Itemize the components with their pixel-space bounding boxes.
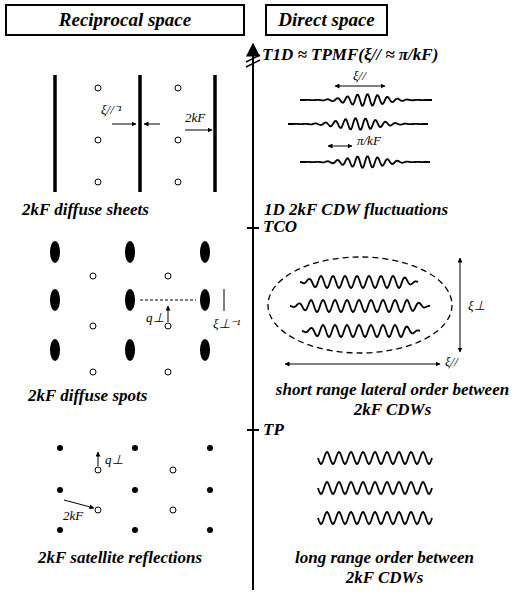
diffuse-sheets [55, 75, 215, 192]
symbol-label: 2kF [62, 508, 84, 523]
cdw-wave [318, 452, 432, 464]
axis-tick [247, 227, 259, 229]
header-box: Reciprocal space [5, 4, 245, 36]
symbol-label: q⊥ [104, 452, 124, 467]
axis-tick [247, 429, 259, 431]
axis-break [246, 55, 260, 67]
temperature-label: TCO [263, 217, 297, 237]
temperature-label: T1D ≈ TPMF(ξ// ≈ π/kF) [262, 45, 438, 65]
symbol-label: q⊥ [145, 310, 165, 325]
symbol-label: ξ⊥⁻¹ [212, 316, 241, 331]
cdw-wave [300, 156, 430, 167]
symbol-label: π/kF [356, 133, 382, 148]
caption-text: short range lateral order between 2kF CD… [270, 380, 515, 420]
header-box: Direct space [265, 4, 388, 36]
header-text: Direct space [278, 9, 375, 31]
temperature-label: TP [263, 420, 284, 440]
caption-text: long range order between 2kF CDWs [292, 548, 477, 588]
symbol-label: ξ//⁻¹ [100, 102, 123, 117]
symbol-label: ξ⊥ [467, 298, 486, 313]
caption-text: 2kF diffuse sheets [22, 200, 149, 220]
cdw-wave [318, 482, 432, 494]
header-text: Reciprocal space [59, 9, 191, 31]
cdw-wave [302, 325, 420, 337]
caption-text: 2kF satellite reflections [20, 548, 220, 568]
cdw-waves [288, 94, 432, 524]
temperature-axis [252, 44, 254, 590]
diffuse-spots [50, 241, 224, 375]
symbol-label: ξ// [352, 68, 367, 83]
cdw-wave [288, 118, 428, 129]
cdw-wave [290, 300, 430, 312]
cdw-wave [318, 512, 432, 524]
symbol-label: 2kF [184, 110, 206, 125]
caption-text: 2kF diffuse spots [28, 386, 147, 406]
cdw-wave [300, 276, 418, 288]
satellite-reflections [57, 445, 213, 533]
cdw-wave [300, 94, 432, 105]
symbol-label: ξ// [444, 354, 459, 369]
